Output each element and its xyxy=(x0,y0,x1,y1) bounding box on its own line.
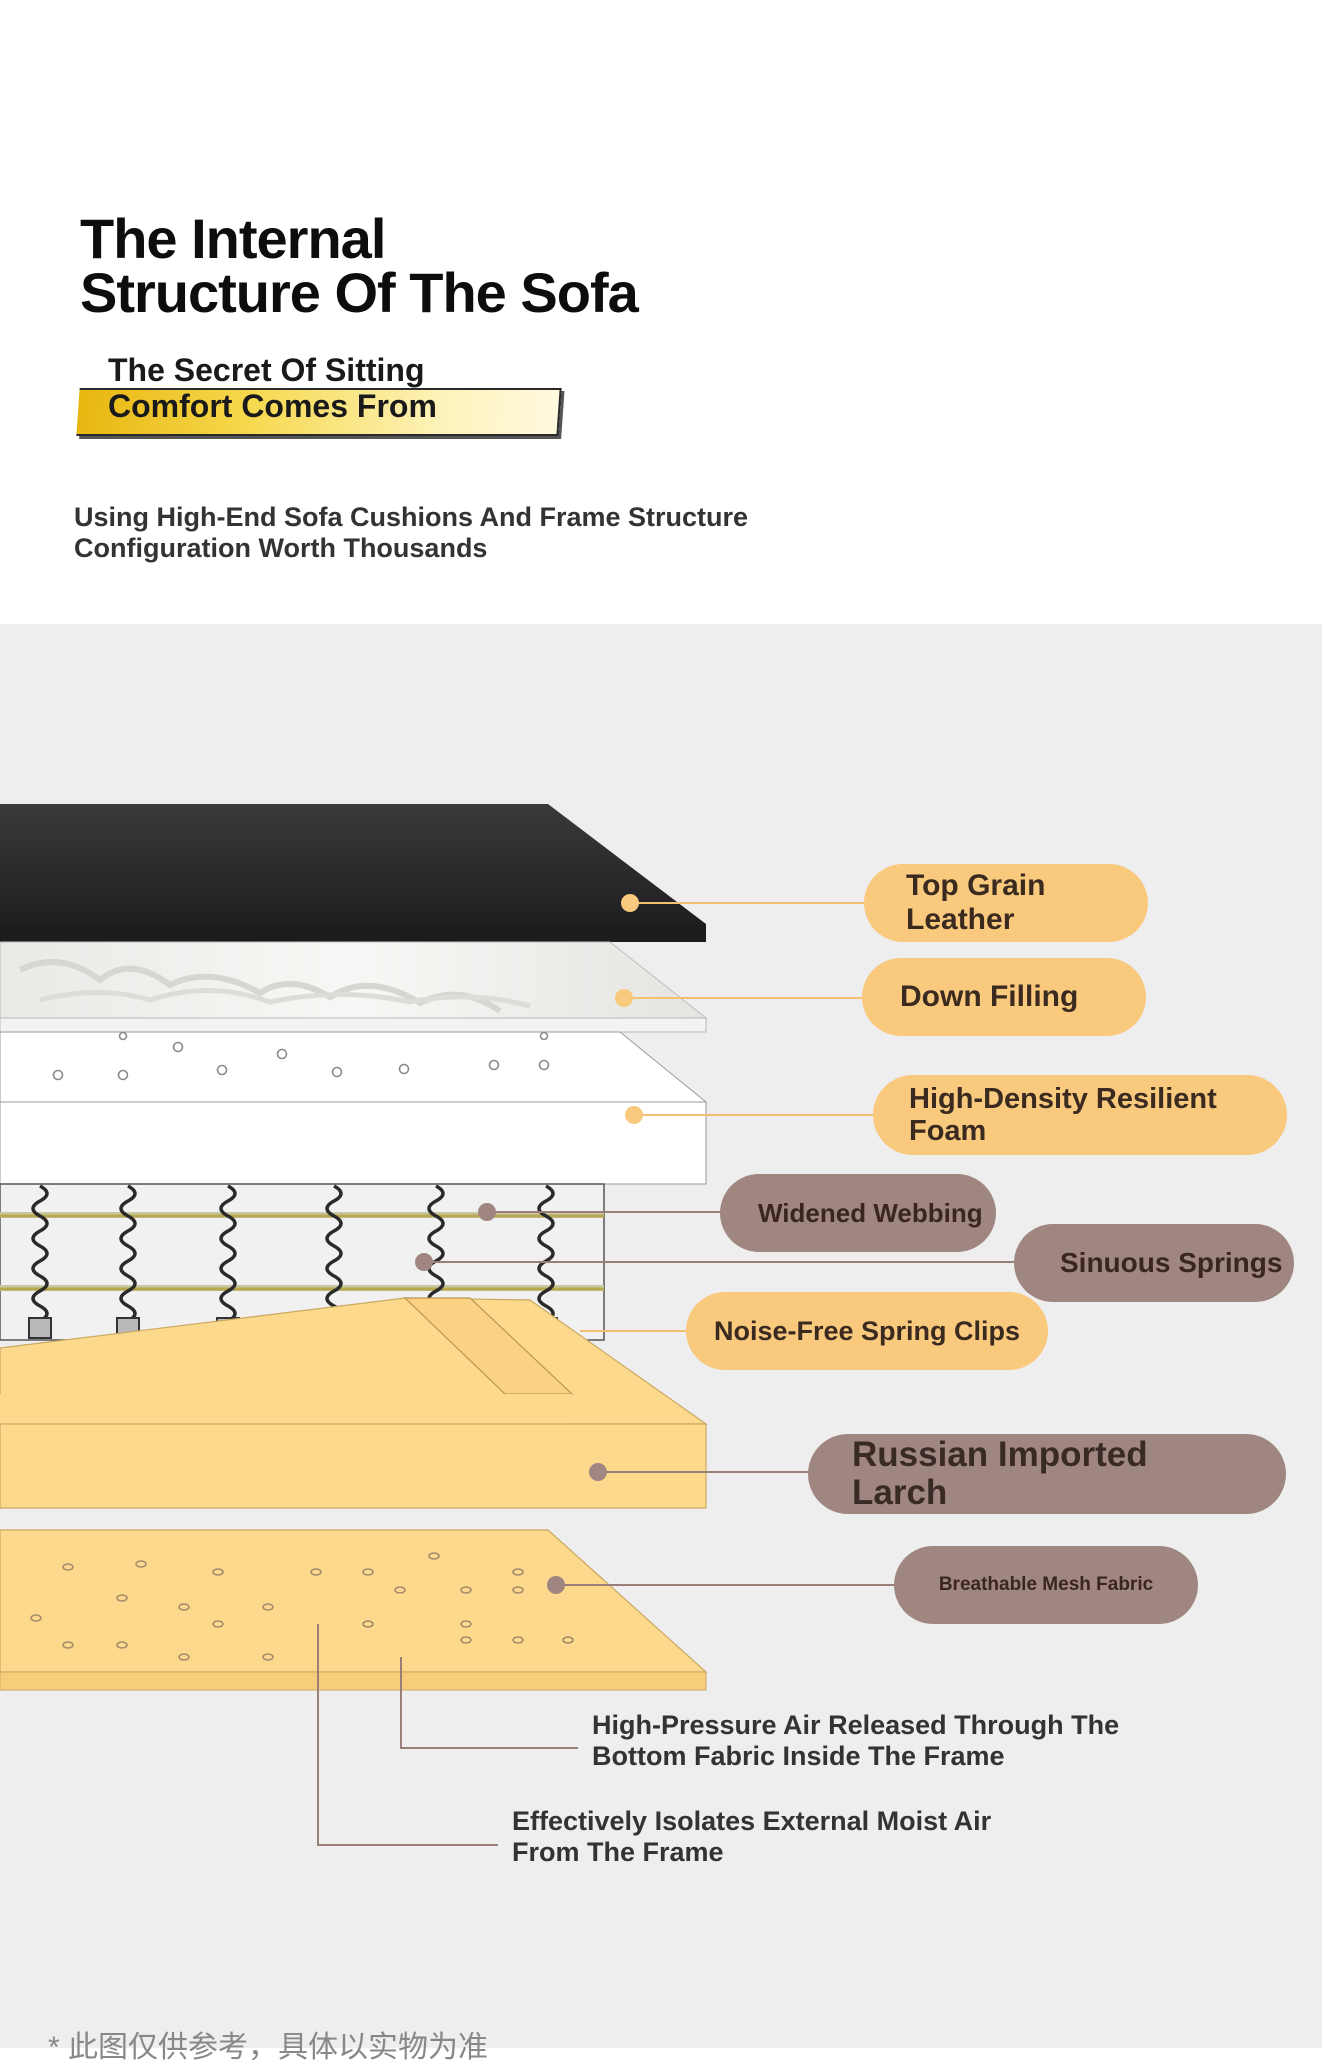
spring-clip-1 xyxy=(28,1317,52,1339)
mesh-hole-9 xyxy=(178,1603,190,1611)
subtitle-text: The Secret Of Sitting Comfort Comes From xyxy=(108,352,437,424)
mesh-hole-13 xyxy=(512,1586,524,1594)
label-text: Down Filling xyxy=(900,980,1079,1013)
label-text: Noise-Free Spring Clips xyxy=(714,1315,1021,1346)
spring-6 xyxy=(537,1184,555,1323)
mesh-hole-20 xyxy=(178,1653,190,1661)
description: Using High-End Sofa Cushions And Frame S… xyxy=(74,502,748,564)
mesh-hole-21 xyxy=(262,1653,274,1661)
mesh-hole-4 xyxy=(310,1568,322,1576)
label-text: High-Density Resilient Foam xyxy=(909,1083,1217,1147)
label-widened-webbing: Widened Webbing xyxy=(720,1174,996,1252)
label-text: Breathable Mesh Fabric xyxy=(938,1574,1154,1595)
down-filling-layer xyxy=(0,941,708,1033)
spring-3 xyxy=(219,1184,237,1323)
subtitle-banner: The Secret Of Sitting Comfort Comes From xyxy=(76,348,562,438)
mesh-hole-16 xyxy=(362,1620,374,1628)
label-text: Russian Imported Larch xyxy=(852,1436,1148,1512)
mesh-hole-7 xyxy=(512,1568,524,1576)
title-line-1: The Internal xyxy=(80,207,386,270)
note-air-released: High-Pressure Air Released Through The B… xyxy=(592,1710,1119,1772)
leader-lines xyxy=(317,902,1020,1846)
mesh-hole-18 xyxy=(62,1641,74,1649)
mesh-hole-24 xyxy=(562,1636,574,1644)
label-text: Widened Webbing xyxy=(758,1197,983,1228)
mesh-hole-5 xyxy=(362,1568,374,1576)
leather-layer xyxy=(0,804,706,942)
label-sinuous-springs: Sinuous Springs xyxy=(1014,1224,1294,1302)
label-text: Top Grain Leather xyxy=(906,869,1046,936)
spring-4 xyxy=(325,1184,343,1323)
mesh-hole-6 xyxy=(428,1552,440,1560)
mesh-fabric-layer xyxy=(0,1529,708,1691)
label-text-line-2: Larch xyxy=(852,1473,948,1512)
spring-2 xyxy=(119,1184,137,1323)
disclaimer-footer: * 此图仅供参考，具体以实物为准 xyxy=(48,2031,489,2064)
mesh-hole-19 xyxy=(116,1641,128,1649)
mesh-hole-1 xyxy=(62,1563,74,1571)
mesh-hole-17 xyxy=(460,1620,472,1628)
label-down-filling: Down Filling xyxy=(862,958,1146,1036)
label-breathable-mesh-fabric: Breathable Mesh Fabric xyxy=(894,1546,1198,1624)
mesh-hole-22 xyxy=(460,1636,472,1644)
mesh-hole-12 xyxy=(460,1586,472,1594)
mesh-hole-3 xyxy=(212,1568,224,1576)
sofa-structure-diagram xyxy=(0,624,1322,2048)
description-line-2: Configuration Worth Thousands xyxy=(74,533,488,563)
larch-frame-layer xyxy=(0,1297,708,1509)
subtitle-line-1: The Secret Of Sitting xyxy=(108,352,425,388)
mesh-hole-15 xyxy=(212,1620,224,1628)
exploded-layers-illustration xyxy=(0,804,1020,1846)
title-line-2: Structure Of The Sofa xyxy=(80,261,639,324)
label-top-grain-leather: Top Grain Leather xyxy=(864,864,1148,942)
note-isolates-moist-air: Effectively Isolates External Moist Air … xyxy=(512,1806,991,1868)
mesh-hole-2 xyxy=(135,1560,147,1568)
leader-dots xyxy=(415,894,643,1594)
label-noise-free-spring-clips: Noise-Free Spring Clips xyxy=(686,1292,1048,1370)
mesh-hole-23 xyxy=(512,1636,524,1644)
page-title: The Internal Structure Of The Sofa xyxy=(80,207,639,324)
header-section: The Internal Structure Of The Sofa The S… xyxy=(0,0,1322,624)
subtitle-line-2: Comfort Comes From xyxy=(108,388,437,424)
mesh-hole-10 xyxy=(262,1603,274,1611)
note-line-2: From The Frame xyxy=(512,1837,724,1867)
note-line-1: Effectively Isolates External Moist Air xyxy=(512,1806,992,1836)
label-high-density-foam: High-Density Resilient Foam xyxy=(873,1075,1287,1155)
label-text-line-2: Foam xyxy=(909,1115,987,1147)
label-text: Sinuous Springs xyxy=(1060,1247,1283,1278)
mesh-hole-14 xyxy=(30,1614,42,1622)
foam-layer xyxy=(0,1031,708,1185)
mesh-hole-11 xyxy=(394,1586,406,1594)
label-text-line-1: Russian Imported xyxy=(852,1435,1148,1474)
mesh-hole-8 xyxy=(116,1594,128,1602)
label-text-line-1: High-Density Resilient xyxy=(909,1083,1217,1115)
note-line-1: High-Pressure Air Released Through The xyxy=(592,1710,1120,1740)
label-russian-imported-larch: Russian Imported Larch xyxy=(808,1434,1286,1514)
spring-1 xyxy=(31,1184,49,1323)
description-line-1: Using High-End Sofa Cushions And Frame S… xyxy=(74,502,749,532)
note-line-2: Bottom Fabric Inside The Frame xyxy=(592,1741,1005,1771)
